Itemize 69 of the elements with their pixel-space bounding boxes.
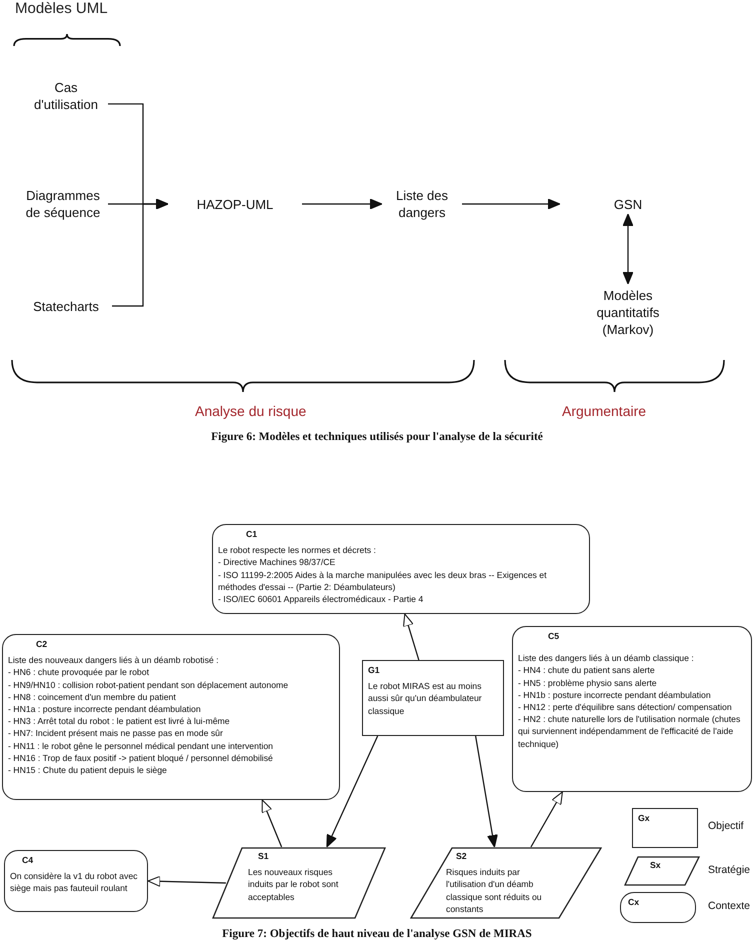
node-label: Cas d'utilisation bbox=[24, 78, 108, 114]
arrow bbox=[475, 736, 498, 848]
strategy-parallelogram bbox=[624, 856, 700, 886]
node-text: - HN3 : Arrêt total du robot : le patient est livré à lui-même bbox=[8, 715, 231, 728]
node-text: - HN8 : coincement d'un membre du patient bbox=[8, 690, 177, 704]
node-text: Les nouveaux risques induits par le robot sont acceptables bbox=[248, 866, 340, 903]
node-heading: G1 bbox=[368, 664, 381, 676]
node-text: On considère la v1 du robot avec siège mais pas fauteuil roulant bbox=[10, 870, 138, 895]
node-text: - Directive Machines 98/37/CE bbox=[218, 556, 336, 569]
node-label: Statecharts bbox=[20, 296, 112, 316]
node-text: - ISO 11199-2:2005 Aides à la marche manipulées avec les deux bras -- Exigences et méthodes d'essai -- (Partie 2: Déambulateurs) bbox=[218, 568, 548, 594]
context-rounded-box bbox=[212, 524, 590, 614]
node-text: - HN16 : Trop de faux positif -> patient bloqué / personnel démobilisé bbox=[8, 752, 274, 764]
arrow bbox=[326, 736, 378, 848]
node-text: - HN6 : chute provoquée par le robot bbox=[8, 666, 150, 679]
arrow bbox=[148, 876, 226, 887]
goal-box bbox=[632, 808, 698, 848]
node-text: Le robot MIRAS est au moins aussi sûr qu'un déambulateur classique bbox=[368, 680, 483, 717]
arrow bbox=[262, 800, 282, 848]
node-text: - HN7: Incident présent mais ne passe pas en mode sûr bbox=[8, 727, 224, 740]
node-heading: C5 bbox=[547, 630, 560, 642]
node-text: - HN1a : posture incorrecte pendant déambulation bbox=[8, 703, 202, 716]
node-label: Diagrammes de séquence bbox=[18, 186, 108, 222]
node-text: Liste des nouveaux dangers liés à un déamb robotisé : bbox=[8, 654, 220, 666]
node-heading: C4 bbox=[21, 854, 34, 866]
node-heading: Sx bbox=[649, 859, 662, 872]
node-text: - HN11 : le robot gêne le personnel médical pendant une intervention bbox=[8, 740, 274, 752]
node-caption: Contexte bbox=[708, 900, 750, 912]
node-text: - HN5 : problème physio sans alerte bbox=[518, 676, 658, 689]
strategy-parallelogram bbox=[410, 847, 602, 919]
node-label: Modèles quantitatifs (Markov) bbox=[578, 284, 678, 340]
node-label: HAZOP-UML bbox=[168, 194, 302, 214]
arrow bbox=[112, 198, 168, 307]
node-heading: Gx bbox=[638, 812, 651, 824]
node-text: - ISO/IEC 60601 Appareils électromédicaux - Partie 4 bbox=[218, 593, 424, 606]
group-heading: Modèles UML bbox=[15, 0, 108, 17]
node-heading: C2 bbox=[35, 638, 48, 650]
figure-caption: Figure 7: Objectifs de haut niveau de l'analyse GSN de MIRAS bbox=[221, 928, 533, 940]
node-heading: S1 bbox=[257, 850, 270, 862]
node-text: - HN1b : posture incorrecte pendant déambulation bbox=[518, 688, 712, 702]
node-heading: C1 bbox=[245, 528, 258, 540]
node-text: - HN15 : Chute du patient depuis le siège bbox=[8, 764, 168, 776]
node-text: - HN12 : perte d'équilibre sans détection/ compensation bbox=[518, 701, 733, 714]
node-text: - HN9/HN10 : collision robot-patient pendant son déplacement autonome bbox=[8, 678, 290, 691]
node-text: Le robot respecte les normes et décrets : bbox=[218, 544, 377, 556]
strategy-parallelogram bbox=[212, 847, 386, 919]
context-rounded-box bbox=[2, 634, 340, 800]
node-heading: Cx bbox=[627, 896, 640, 908]
section-label: Argumentaire bbox=[562, 403, 646, 419]
figure-caption: Figure 6: Modèles et techniques utilisés pour l'analyse de la sécurité bbox=[210, 431, 544, 443]
goal-box bbox=[362, 660, 504, 736]
node-label: Liste des dangers bbox=[382, 186, 462, 222]
arrow bbox=[462, 198, 560, 210]
node-heading: S2 bbox=[455, 850, 468, 862]
context-rounded-box bbox=[620, 892, 696, 923]
node-text: - HN2 : chute naturelle lors de l'utilisation normale (chutes qui surviennent indépendamment de l'efficacité de l'aide technique) bbox=[518, 713, 742, 750]
arrow bbox=[530, 792, 563, 848]
node-caption: Stratégie bbox=[708, 864, 750, 876]
arrow bbox=[622, 214, 634, 284]
context-rounded-box bbox=[4, 850, 148, 912]
node-text: Liste des dangers liés à un déamb classique : bbox=[518, 652, 695, 664]
context-rounded-box bbox=[512, 626, 752, 792]
node-text: Risques induits par l'utilisation d'un déamb classique sont réduits ou constants bbox=[446, 866, 543, 916]
section-label: Analyse du risque bbox=[195, 403, 306, 419]
node-caption: Objectif bbox=[708, 820, 744, 832]
arrow bbox=[302, 198, 382, 210]
arrow bbox=[403, 614, 420, 660]
node-label: GSN bbox=[560, 194, 696, 214]
node-text: - HN4 : chute du patient sans alerte bbox=[518, 664, 656, 677]
